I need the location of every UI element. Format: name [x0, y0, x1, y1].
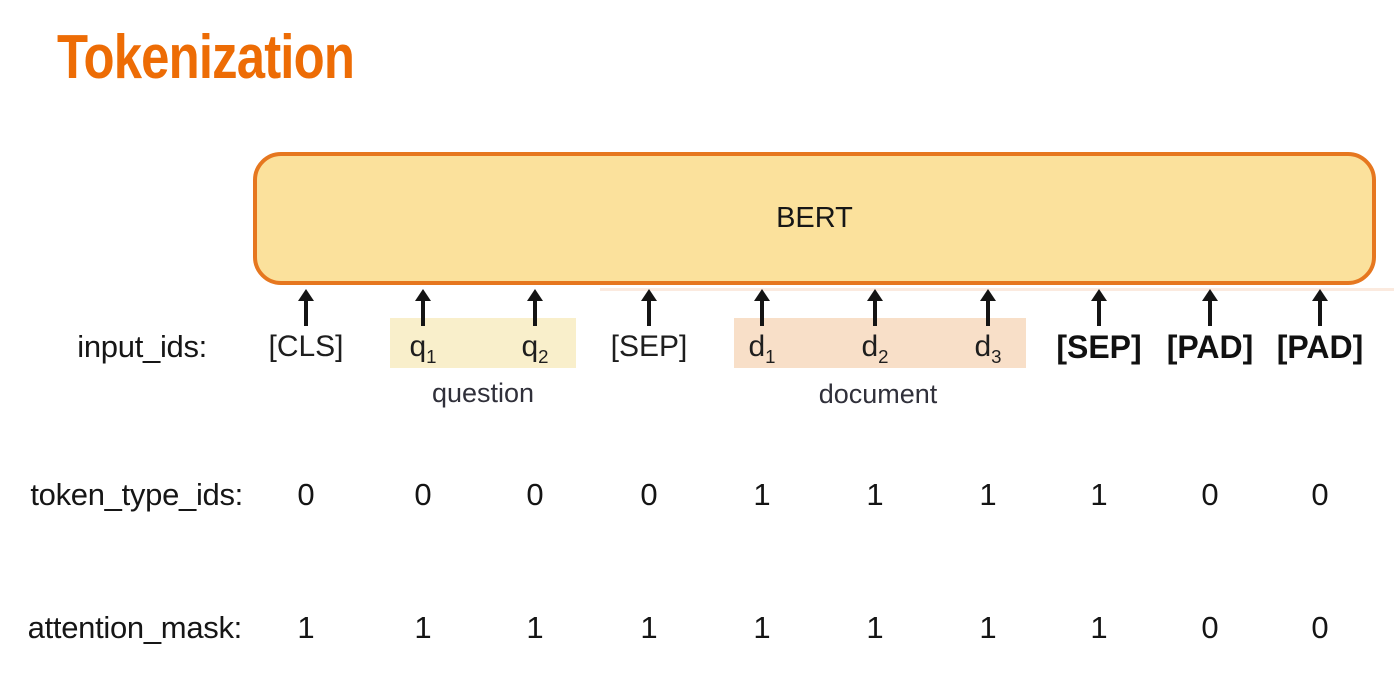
up-arrow-icon: [754, 289, 770, 326]
attention-mask-value: 1: [526, 610, 544, 645]
attention-mask-value: 1: [1090, 610, 1108, 645]
up-arrow-icon: [415, 289, 431, 326]
token-type-id-value: 1: [1090, 477, 1108, 512]
token-pad: [PAD]: [1276, 329, 1364, 365]
bert-model-label: BERT: [776, 202, 853, 234]
up-arrow-icon: [980, 289, 996, 326]
document-highlight: [734, 318, 1026, 368]
token-d1: d1: [748, 330, 776, 367]
attention-mask-value: 1: [979, 610, 997, 645]
token-q2: q2: [521, 330, 549, 367]
token-cls: [CLS]: [268, 330, 344, 363]
question-group-label: question: [431, 378, 535, 408]
attention-mask-value: 1: [866, 610, 884, 645]
token-type-ids-row-label: token_type_ids:: [30, 477, 243, 512]
attention-mask-value: 1: [414, 610, 432, 645]
attention-mask-value: 1: [297, 610, 315, 645]
token-type-id-value: 0: [297, 477, 315, 512]
token-type-id-value: 0: [526, 477, 544, 512]
token-type-id-value: 1: [866, 477, 884, 512]
up-arrow-icon: [527, 289, 543, 326]
input-ids-row-label: input_ids:: [77, 329, 207, 364]
token-type-id-value: 0: [1201, 477, 1219, 512]
token-sep: [SEP]: [610, 330, 688, 363]
up-arrow-icon: [1202, 289, 1218, 326]
attention-mask-value: 1: [640, 610, 658, 645]
token-d3: d3: [974, 330, 1002, 367]
attention-mask-row-label: attention_mask:: [27, 610, 243, 645]
bert-model-box: BERT: [253, 152, 1376, 285]
up-arrow-icon: [298, 289, 314, 326]
token-type-id-value: 0: [640, 477, 658, 512]
token-type-id-value: 1: [753, 477, 771, 512]
token-type-id-value: 0: [1311, 477, 1329, 512]
up-arrow-icon: [1091, 289, 1107, 326]
document-group-label: document: [818, 379, 938, 409]
attention-mask-value: 0: [1311, 610, 1329, 645]
question-highlight: [390, 318, 576, 368]
token-q1: q1: [409, 330, 437, 367]
token-sep: [SEP]: [1056, 329, 1142, 365]
up-arrow-icon: [641, 289, 657, 326]
attention-mask-value: 0: [1201, 610, 1219, 645]
slide-title: Tokenization: [57, 23, 355, 92]
token-d2: d2: [861, 330, 889, 367]
attention-mask-value: 1: [753, 610, 771, 645]
token-pad: [PAD]: [1166, 329, 1254, 365]
token-type-id-value: 1: [979, 477, 997, 512]
residual-strip: [600, 288, 1394, 291]
up-arrow-icon: [1312, 289, 1328, 326]
up-arrow-icon: [867, 289, 883, 326]
token-type-id-value: 0: [414, 477, 432, 512]
